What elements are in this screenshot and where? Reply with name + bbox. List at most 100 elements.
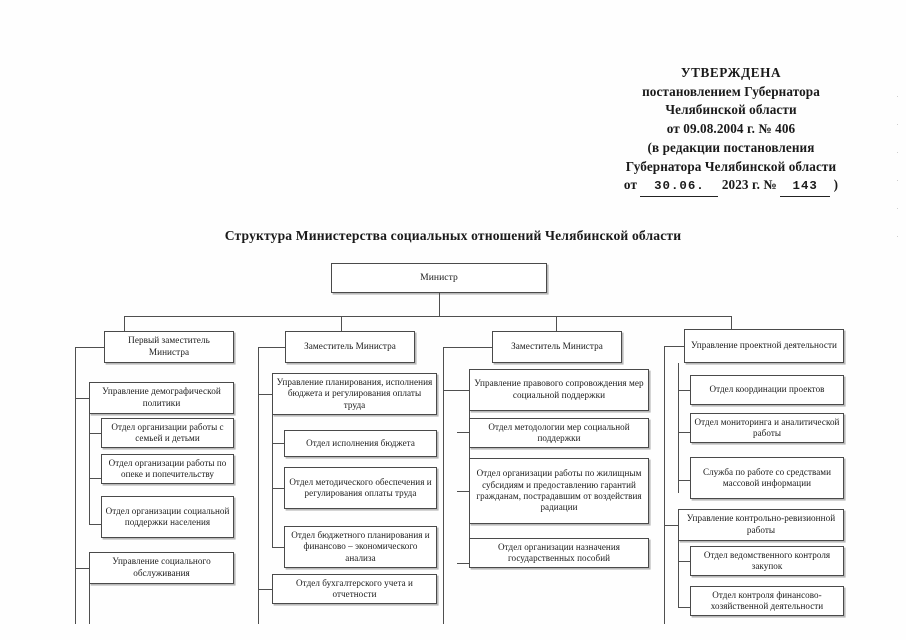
approval-block: УТВЕРЖДЕНА постановлением Губернатора Че… xyxy=(566,64,896,198)
col1-inner-branch-3 xyxy=(89,524,101,526)
col4-inner-spine-lower xyxy=(678,541,680,607)
box-minister-label: Министр xyxy=(420,271,458,283)
box-accounting-reporting-dept: Отдел бухгалтерского учета и отчетности xyxy=(272,574,437,604)
scan-speckle xyxy=(897,236,899,238)
chart-title: Структура Министерства социальных отноше… xyxy=(224,228,682,243)
box-monitoring-analytics-dept: Отдел мониторинга и аналитической работы xyxy=(690,413,844,443)
approval-paren-close: ) xyxy=(833,177,839,193)
col3-outer-spine xyxy=(443,347,445,624)
box-methodical-wages-dept-label: Отдел методического обеспечения и регули… xyxy=(289,476,432,498)
approval-line-3: Челябинской области xyxy=(665,102,797,118)
box-guardianship-work-dept: Отдел организации работы по опеке и попе… xyxy=(101,454,234,484)
box-project-activity-dept: Управление проектной деятельности xyxy=(684,329,844,363)
box-family-children-work-dept: Отдел организации работы с семьей и деть… xyxy=(101,418,234,448)
approval-line-4: от 09.08.2004 г. № 406 xyxy=(666,121,796,137)
box-methodical-wages-dept: Отдел методического обеспечения и регули… xyxy=(284,467,437,509)
box-state-benefits-assignment-dept-label: Отдел организации назначения государстве… xyxy=(498,541,620,563)
box-departmental-procurement-control-dept-label: Отдел ведомственного контроля закупок xyxy=(703,549,831,571)
box-legal-support-dept-label: Управление правового сопровождения мер с… xyxy=(474,378,644,400)
col4-outer-spine xyxy=(664,346,666,624)
col2-branch-group2 xyxy=(258,589,272,591)
col1-branch-group2 xyxy=(75,568,89,570)
box-legal-support-dept: Управление правового сопровождения мер с… xyxy=(469,369,649,411)
col4-branch-group2 xyxy=(664,525,678,527)
connector-distribution-bar xyxy=(124,316,731,318)
box-media-relations-service: Служба по работе со средствами массовой … xyxy=(690,457,844,499)
col2-branch-head xyxy=(258,347,285,349)
box-social-services-dept-label: Управление социального обслуживания xyxy=(112,556,211,578)
box-planning-budget-wages-dept: Управление планирования, исполнения бюдж… xyxy=(272,373,437,415)
box-minister: Министр xyxy=(331,263,547,293)
approval-date-value: 30.06. xyxy=(640,178,719,198)
connector-drop-col1 xyxy=(124,316,126,333)
box-departmental-procurement-control-dept: Отдел ведомственного контроля закупок xyxy=(690,546,844,576)
box-project-activity-dept-label: Управление проектной деятельности xyxy=(691,340,837,351)
col2-branch-group1 xyxy=(258,394,272,396)
approval-line-1: УТВЕРЖДЕНА xyxy=(680,65,782,80)
col1-inner-branch-2 xyxy=(89,478,101,480)
box-financial-economic-control-dept: Отдел контроля финансово-хозяйственной д… xyxy=(690,586,844,616)
col3-branch-group1 xyxy=(443,390,469,392)
col4-inner-spine-upper xyxy=(678,363,680,493)
box-budget-execution-dept-label: Отдел исполнения бюджета xyxy=(306,437,415,448)
box-family-children-work-dept-label: Отдел организации работы с семьей и деть… xyxy=(111,421,224,443)
box-financial-economic-control-dept-label: Отдел контроля финансово-хозяйственной д… xyxy=(710,589,824,611)
box-budget-execution-dept: Отдел исполнения бюджета xyxy=(284,430,437,457)
connector-drop-col2 xyxy=(341,316,343,333)
box-first-deputy-minister-label: Первый заместитель Министра xyxy=(128,335,210,357)
box-social-support-methodology-dept: Отдел методологии мер социальной поддерж… xyxy=(469,418,649,448)
col3-inner-branch-3 xyxy=(457,563,469,565)
box-demographic-policy-dept: Управление демографической политики xyxy=(89,382,234,414)
col1-inner-branch-1 xyxy=(89,433,101,435)
col2-inner-branch-3 xyxy=(272,547,284,549)
col3-inner-branch-2 xyxy=(457,491,469,493)
scan-speckle xyxy=(897,124,899,126)
scan-speckle xyxy=(897,96,899,98)
col4-branch-head xyxy=(664,346,684,348)
approval-year-label: 2023 г. № xyxy=(721,177,777,193)
box-planning-budget-wages-dept-label: Управление планирования, исполнения бюдж… xyxy=(276,376,433,410)
box-deputy-minister-legal-label: Заместитель Министра xyxy=(511,341,603,352)
scan-speckle xyxy=(897,208,899,210)
col2-outer-spine xyxy=(258,347,260,624)
box-deputy-minister-legal: Заместитель Министра xyxy=(492,331,622,363)
box-social-support-organization-dept: Отдел организации социальной поддержки н… xyxy=(101,496,234,538)
col1-branch-head xyxy=(75,347,104,349)
col1-inner-spine xyxy=(89,414,91,524)
box-social-support-organization-dept-label: Отдел организации социальной поддержки н… xyxy=(105,505,230,527)
approval-line-2: постановлением Губернатора xyxy=(642,83,820,99)
approval-line-6: Губернатора Челябинской области xyxy=(625,158,837,174)
box-first-deputy-minister: Первый заместитель Министра xyxy=(104,331,234,363)
col4-inner-branch-2 xyxy=(678,432,690,434)
col4-inner-branch-4 xyxy=(678,561,690,563)
col4-inner-branch-3 xyxy=(678,480,690,482)
connector-drop-col4 xyxy=(731,316,733,333)
col1-outer-spine xyxy=(75,347,77,624)
approval-number-value: 143 xyxy=(780,178,831,198)
box-demographic-policy-dept-label: Управление демографической политики xyxy=(102,386,221,408)
box-monitoring-analytics-dept-label: Отдел мониторинга и аналитической работы xyxy=(694,416,840,438)
box-budget-planning-analysis-dept: Отдел бюджетного планирования и финансов… xyxy=(284,526,437,568)
col2-inner-branch-1 xyxy=(272,443,284,445)
box-state-benefits-assignment-dept: Отдел организации назначения государстве… xyxy=(469,538,649,568)
box-deputy-minister-budget: Заместитель Министра xyxy=(285,331,415,363)
col4-inner-branch-5 xyxy=(678,607,690,609)
box-guardianship-work-dept-label: Отдел организации работы по опеке и попе… xyxy=(108,457,227,479)
approval-date-prefix: от xyxy=(623,177,638,193)
col3-branch-head xyxy=(443,347,492,349)
col3-inner-branch-1 xyxy=(457,432,469,434)
col2-inner-spine xyxy=(272,415,274,547)
scan-speckle xyxy=(897,180,899,182)
box-budget-planning-analysis-dept-label: Отдел бюджетного планирования и финансов… xyxy=(291,529,430,563)
box-housing-subsidies-radiation-dept-label: Отдел организации работы по жилищным суб… xyxy=(476,468,642,513)
col2-inner-branch-2 xyxy=(272,488,284,490)
box-housing-subsidies-radiation-dept: Отдел организации работы по жилищным суб… xyxy=(469,458,649,524)
col1-branch-group1 xyxy=(75,398,89,400)
box-social-support-methodology-dept-label: Отдел методологии мер социальной поддерж… xyxy=(488,421,630,443)
box-accounting-reporting-dept-label: Отдел бухгалтерского учета и отчетности xyxy=(296,577,413,599)
scan-speckle xyxy=(897,152,899,154)
box-project-coordination-dept-label: Отдел координации проектов xyxy=(709,384,825,395)
box-control-audit-dept-label: Управление контрольно-ревизионной работы xyxy=(686,513,836,535)
box-media-relations-service-label: Служба по работе со средствами массовой … xyxy=(702,466,832,488)
